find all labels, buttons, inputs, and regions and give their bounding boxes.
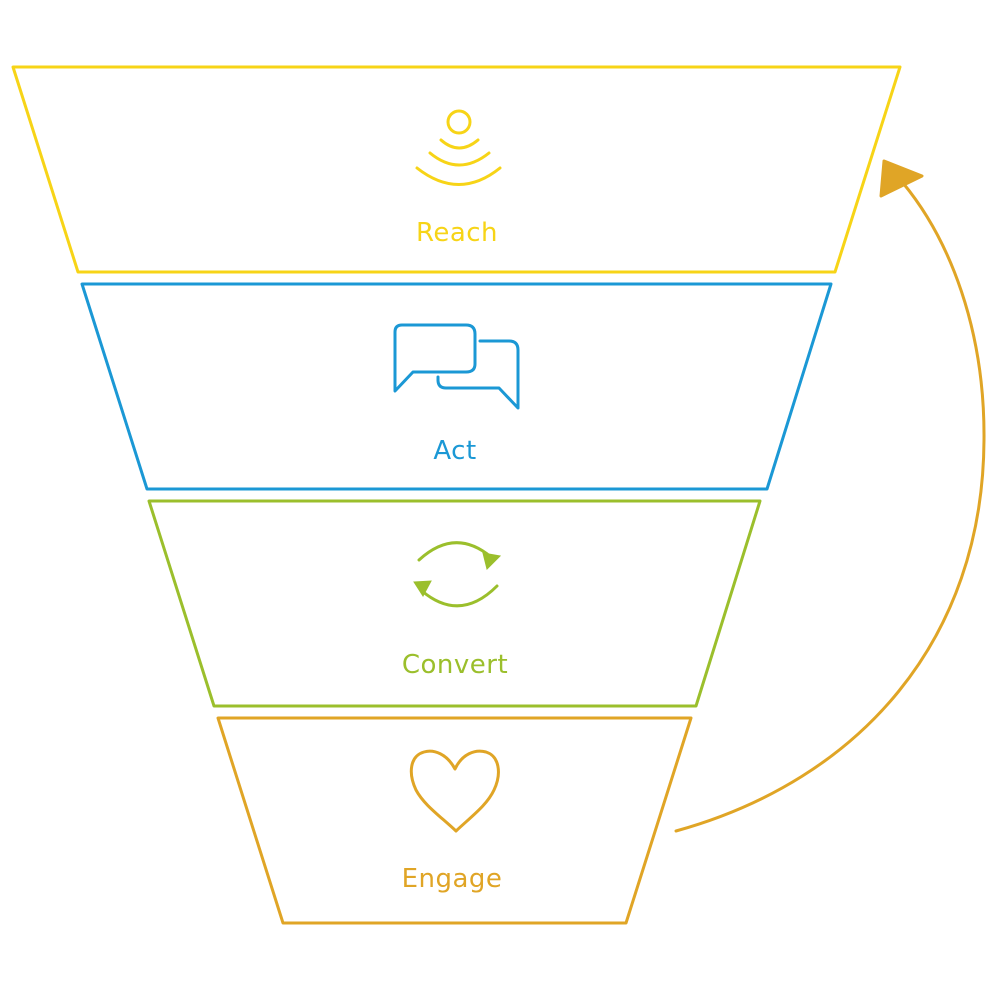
stage-convert: Convert [147, 499, 762, 708]
stage-label-engage: Engage [402, 864, 503, 894]
arrowhead-icon [879, 159, 924, 198]
stage-act: Act [80, 282, 833, 491]
heart-icon [409, 749, 500, 833]
stage-reach: Reach [11, 65, 902, 274]
loop-arrow [674, 159, 986, 833]
stage-label-convert: Convert [402, 650, 508, 680]
engage-trapezoid [216, 716, 693, 925]
act-trapezoid [80, 282, 833, 491]
stage-engage: Engage [216, 716, 693, 925]
broadcast-signal-icon [415, 109, 502, 186]
chat-bubbles-icon [393, 323, 520, 410]
refresh-cycle-icon [413, 541, 502, 608]
reach-trapezoid [11, 65, 902, 274]
convert-trapezoid [147, 499, 762, 708]
stage-label-act: Act [433, 436, 476, 466]
stage-label-reach: Reach [416, 218, 498, 248]
curved-arrow-icon [674, 181, 986, 833]
